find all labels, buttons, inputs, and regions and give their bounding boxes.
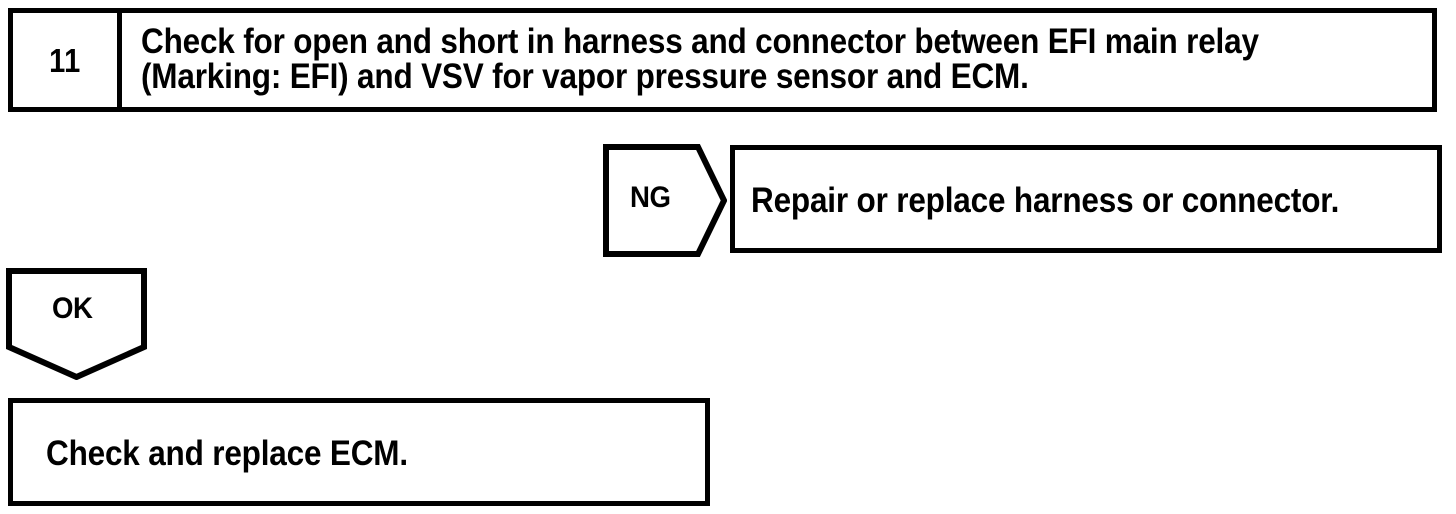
step-number: 11 — [49, 41, 81, 79]
ok-arrow-shape — [6, 268, 147, 380]
ok-branch-label: OK — [52, 292, 93, 325]
step-instruction-text: Check for open and short in harness and … — [141, 22, 1259, 96]
ok-arrow-outline — [6, 268, 147, 380]
ng-result-box: Repair or replace harness or connector. — [730, 145, 1442, 253]
ng-arrow-outline — [603, 144, 727, 257]
step-number-cell: 11 — [13, 13, 122, 107]
step-box: 11 Check for open and short in harness a… — [8, 8, 1437, 112]
ok-result-box: Check and replace ECM. — [8, 398, 710, 506]
ng-branch-label: NG — [630, 181, 671, 214]
ng-arrow-shape — [603, 144, 727, 257]
ng-result-text: Repair or replace harness or connector. — [751, 181, 1340, 220]
ok-result-text: Check and replace ECM. — [46, 434, 408, 473]
